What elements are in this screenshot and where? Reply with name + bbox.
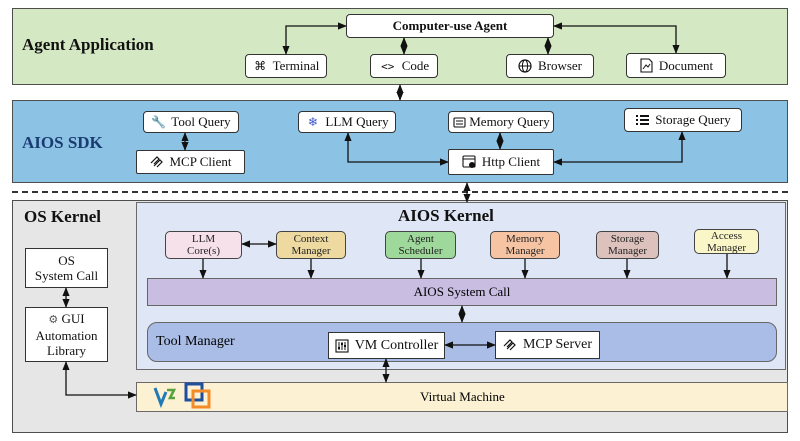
memory-manager-label-line2: Manager: [505, 245, 545, 257]
agent-application-title: Agent Application: [22, 35, 154, 54]
storage-manager-label-line1: Storage: [610, 233, 645, 245]
context-manager-label-line1: Context: [293, 233, 329, 245]
storage-query-label: Storage Query: [655, 112, 731, 127]
storage-manager-label-line2: Manager: [607, 245, 648, 257]
snowflake-icon: ❄: [307, 114, 318, 129]
llm-query-label: LLM Query: [325, 114, 389, 129]
memory-query-label: Memory Query: [469, 114, 550, 129]
tool-query-label: Tool Query: [171, 114, 231, 129]
gui-automation-library-box: ⚙ GUI Automation Library: [25, 307, 108, 362]
mcp-client-box: MCP Client: [136, 150, 245, 174]
llm-query-box: ❄ LLM Query: [298, 111, 396, 133]
tool-manager-band: [147, 322, 777, 362]
memory-query-box: Memory Query: [448, 111, 554, 133]
llm-core-label-line2: Core(s): [187, 245, 220, 257]
globe-icon: [518, 59, 533, 74]
os-kernel-title: OS Kernel: [24, 207, 101, 226]
virtualbox-icon: [183, 381, 213, 411]
document-box: Document: [626, 53, 726, 78]
http-client-box: Http Client: [448, 149, 554, 175]
os-system-call-box: OS System Call: [25, 248, 108, 288]
sliders-icon: [335, 338, 350, 353]
mcp-client-label: MCP Client: [169, 154, 232, 169]
mcp-server-label: MCP Server: [522, 337, 593, 352]
tool-query-box: 🔧 Tool Query: [143, 111, 239, 133]
aios-sdk-title: AIOS SDK: [22, 133, 103, 152]
gui-label-line2: Automation: [35, 328, 98, 343]
document-icon: [639, 58, 654, 73]
mcp-server-icon: [503, 338, 518, 353]
vm-logo-icon: [153, 384, 177, 409]
mcp-icon: [149, 155, 164, 170]
access-manager-label-line1: Access: [710, 229, 743, 242]
access-manager-label-line2: Manager: [706, 241, 747, 254]
computer-use-agent-label: Computer-use Agent: [392, 18, 508, 33]
vm-controller-box: VM Controller: [328, 332, 445, 359]
tool-manager-label: Tool Manager: [156, 334, 235, 349]
agent-scheduler-label-line1: Agent: [407, 233, 434, 245]
memory-chip-icon: [452, 115, 467, 130]
os-system-call-line1: OS: [58, 253, 75, 268]
terminal-box: ⌘ Terminal: [245, 54, 327, 78]
code-label: Code: [401, 58, 430, 73]
browser-label: Browser: [537, 58, 583, 73]
storage-query-box: Storage Query: [624, 108, 742, 132]
gui-label-line3: Library: [47, 343, 86, 358]
browser-box: Browser: [506, 54, 594, 78]
http-client-label: Http Client: [481, 154, 541, 169]
virtual-machine-band: [136, 382, 788, 412]
aios-kernel-title: AIOS Kernel: [398, 206, 494, 225]
separator-line: [12, 191, 788, 193]
agent-scheduler-label-line2: Scheduler: [398, 245, 443, 257]
context-manager-label-line2: Manager: [291, 245, 331, 257]
mcp-server-box: MCP Server: [495, 331, 600, 359]
wrench-icon: 🔧: [151, 114, 167, 129]
gui-label-line1: ⚙ GUI: [48, 311, 84, 328]
computer-use-agent-box: Computer-use Agent: [346, 14, 554, 38]
gui-line1-text: GUI: [61, 311, 85, 326]
vm-controller-label: VM Controller: [354, 337, 439, 353]
code-icon: <>: [381, 59, 395, 73]
document-label: Document: [658, 57, 714, 73]
llm-core-label-line1: LLM: [191, 233, 216, 245]
command-icon: ⌘: [254, 58, 267, 73]
aios-system-call-bar: AIOS System Call: [147, 278, 777, 306]
aios-system-call-label: AIOS System Call: [413, 284, 511, 299]
os-system-call-line2: System Call: [34, 268, 99, 283]
browser-window-icon: [462, 155, 477, 170]
virtual-machine-label: Virtual Machine: [420, 389, 505, 404]
list-icon: [635, 113, 650, 128]
code-box: <> Code: [370, 54, 438, 78]
terminal-label: Terminal: [272, 58, 320, 73]
memory-manager-label-line1: Memory: [506, 233, 544, 245]
gears-icon: ⚙: [48, 314, 59, 326]
